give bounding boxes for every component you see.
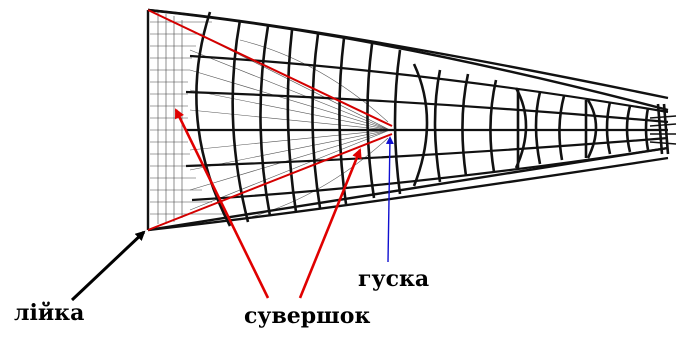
suvershok-pointer-arrow-right [298, 148, 362, 299]
suvershok-pointer-arrow-left [174, 108, 270, 299]
net-body-outline [146, 8, 669, 232]
net-hoops [195, 11, 670, 227]
label-guska: гуска [358, 266, 430, 292]
inner-cone-outline [147, 9, 393, 231]
guska-pointer-arrow [385, 136, 394, 263]
liyka-pointer-arrow [70, 230, 146, 302]
label-liyka: лійка [14, 300, 85, 326]
label-suvershok: сувершок [244, 303, 371, 329]
tail-knot [649, 115, 677, 145]
